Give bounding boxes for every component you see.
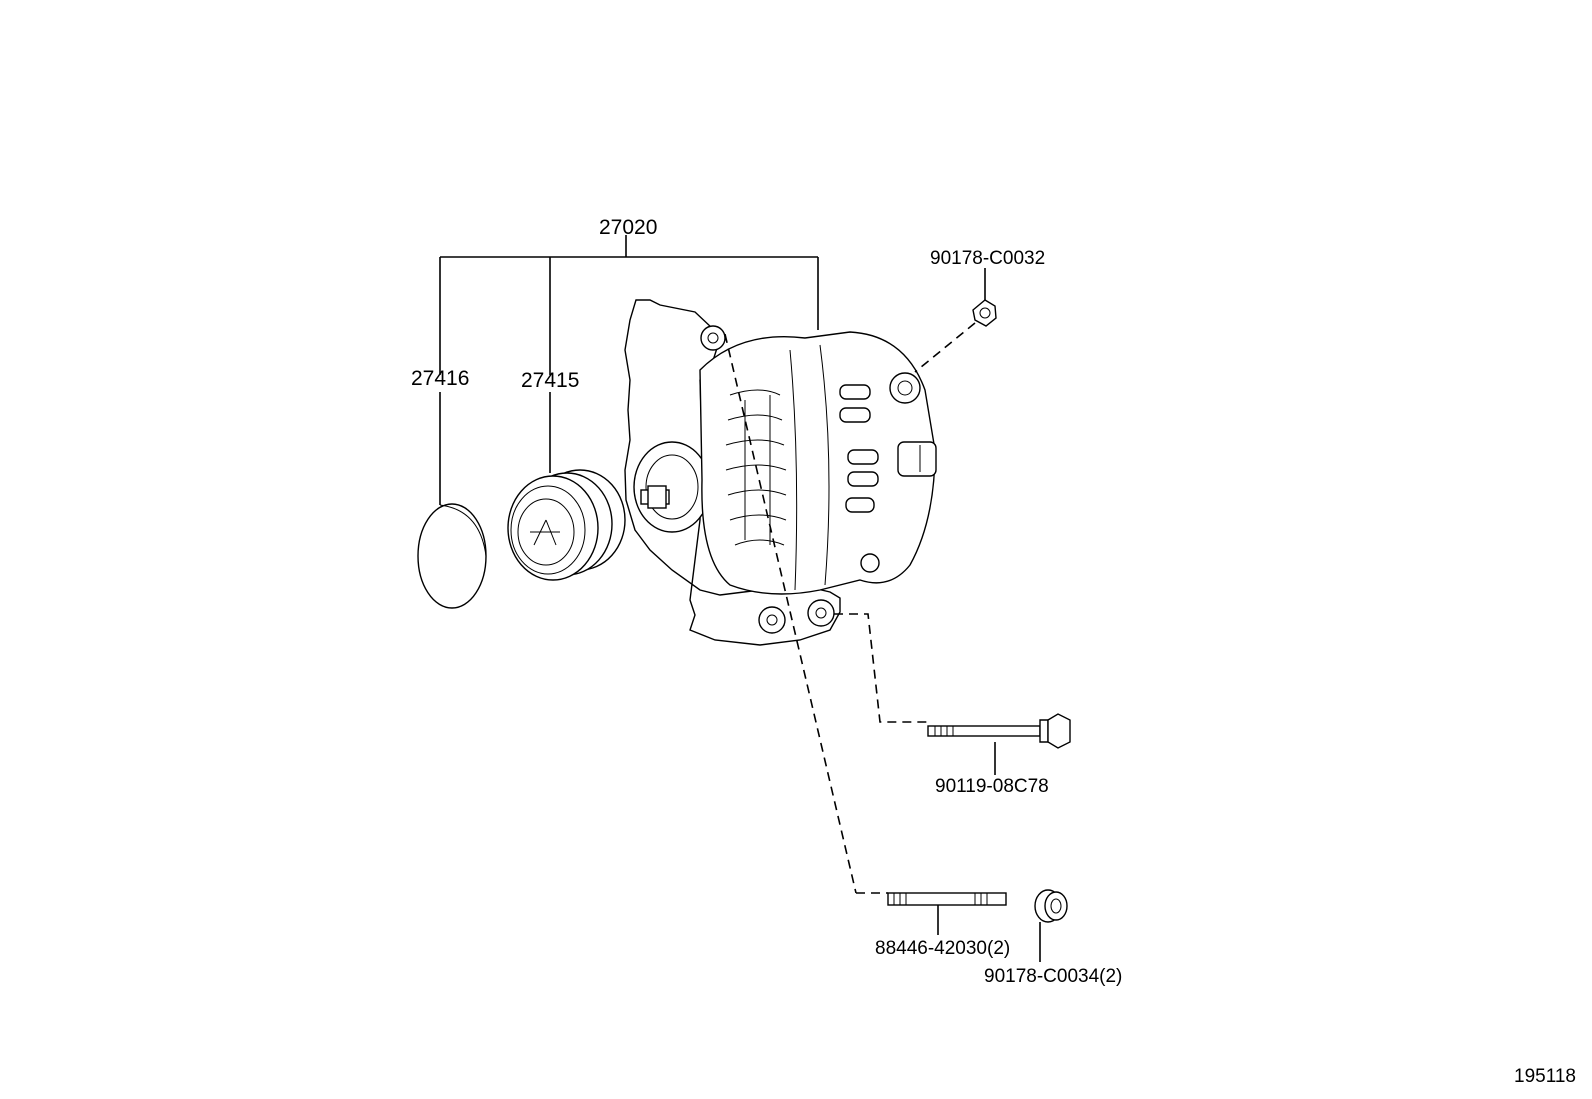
- label-27020: 27020: [599, 216, 657, 239]
- nut-bottom: [1034, 889, 1068, 923]
- label-90178-C0034: 90178-C0034(2): [984, 966, 1122, 987]
- stud: [887, 892, 1007, 906]
- label-27415: 27415: [521, 369, 579, 392]
- alternator-body: [624, 299, 937, 646]
- figure-number: 195118: [1514, 1066, 1576, 1087]
- dash-bolt: [834, 613, 928, 723]
- alternator-pulley: [507, 469, 626, 581]
- dash-nut-top: [914, 322, 976, 373]
- label-27416: 27416: [411, 367, 469, 390]
- label-88446-42030: 88446-42030(2): [875, 938, 1010, 959]
- pulley-cap: [417, 503, 487, 609]
- dash-stud: [724, 333, 857, 894]
- nut-top: [972, 299, 997, 327]
- mounting-bolt: [927, 713, 1071, 749]
- label-90178-C0032: 90178-C0032: [930, 248, 1045, 269]
- assembly-bracket: [439, 235, 819, 505]
- label-90119-08C78: 90119-08C78: [935, 776, 1049, 797]
